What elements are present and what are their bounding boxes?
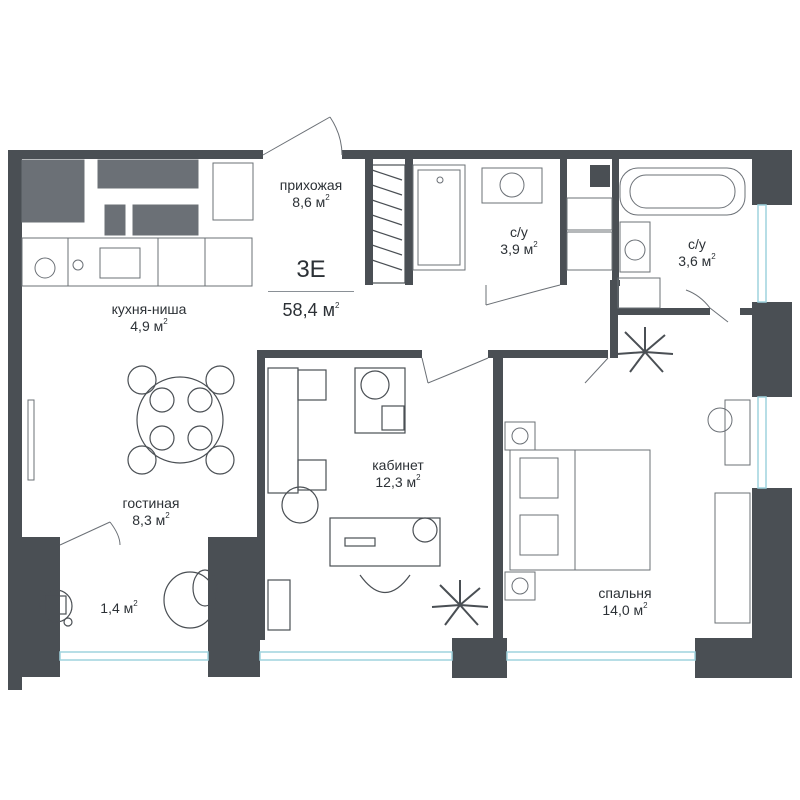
room-area: 14,0 xyxy=(602,602,630,618)
room-label-kitchen: кухня-ниша 4,9 м2 xyxy=(111,301,187,334)
study-furniture xyxy=(267,367,441,631)
room-area: 1,4 xyxy=(100,600,120,616)
badge-divider xyxy=(268,291,354,292)
room-label-bath-2: с/у 3,6 м2 xyxy=(678,236,716,269)
bathroom-2-fixtures xyxy=(617,167,746,309)
room-label-bath-1: с/у 3,9 м2 xyxy=(500,224,538,257)
room-label-living: гостиная 8,3 м2 xyxy=(122,495,180,528)
room-name: с/у xyxy=(688,236,706,252)
room-name: гостиная xyxy=(122,495,180,511)
wardrobe xyxy=(369,164,406,284)
room-name: кухня-ниша xyxy=(111,301,187,317)
windows xyxy=(59,204,767,661)
room-area: 4,9 xyxy=(130,318,150,334)
room-area: 8,3 xyxy=(132,512,152,528)
room-area: 12,3 xyxy=(375,474,403,490)
dining-table xyxy=(127,365,235,475)
bedroom-furniture xyxy=(504,399,751,624)
room-name: кабинет xyxy=(372,457,424,473)
balcony-furniture xyxy=(39,569,218,629)
room-name: спальня xyxy=(598,585,652,601)
kitchen-furniture xyxy=(21,159,254,287)
room-label-balcony: 1,4 м2 xyxy=(100,599,138,616)
room-area: 8,6 xyxy=(292,194,312,210)
room-area: 3,6 xyxy=(678,253,698,269)
room-name: прихожая xyxy=(279,177,343,193)
room-area: 3,9 xyxy=(500,241,520,257)
doors xyxy=(59,116,729,546)
room-label-bedroom: спальня 14,0 м2 xyxy=(598,585,652,618)
plant-bedroom xyxy=(616,327,674,373)
room-label-study: кабинет 12,3 м2 xyxy=(372,457,424,490)
walls xyxy=(8,150,792,690)
plant-study xyxy=(431,580,489,626)
bathroom-1-fixtures xyxy=(412,164,613,271)
apartment-code: 3E xyxy=(296,256,326,283)
room-label-hall: прихожая 8,6 м2 xyxy=(279,177,343,210)
apartment-total-area: 58,4 м2 xyxy=(282,300,340,320)
tv-unit xyxy=(27,399,35,481)
apartment-badge: 3E 58,4 м2 xyxy=(260,247,362,337)
room-name: с/у xyxy=(510,224,528,240)
